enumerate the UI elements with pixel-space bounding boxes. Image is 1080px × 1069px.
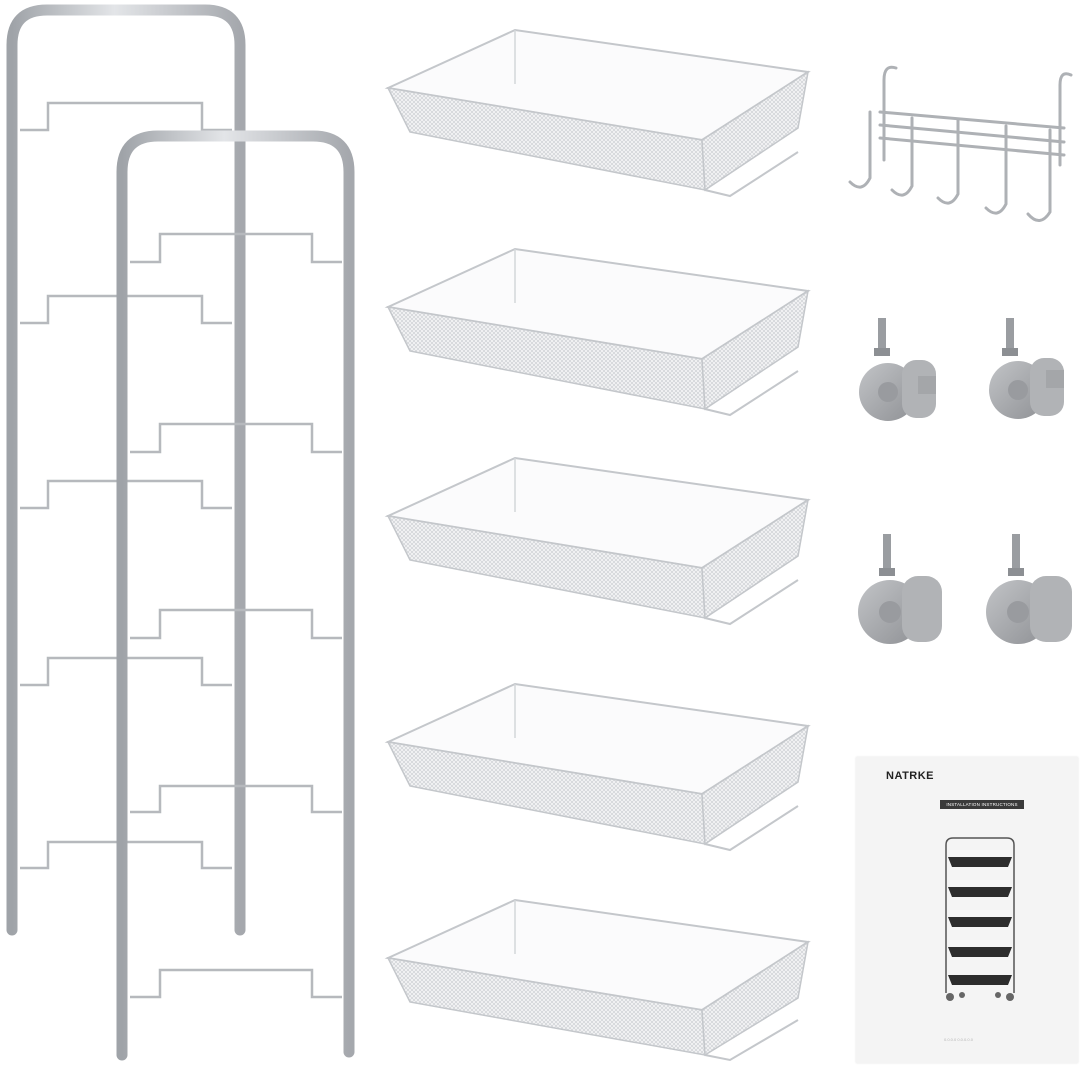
manual-cart-illustration [945,837,1015,1001]
manual-brand-logo: NATRKE [886,770,935,782]
basket-5 [384,898,811,1062]
hook-rack [848,65,1073,222]
manual-footer-text: 0.0.0.0 0.0.0.0.0 [944,1037,973,1042]
basket-1 [384,28,811,198]
caster-wheel-4 [986,534,1072,644]
caster-wheel-3 [858,534,942,644]
basket-3 [384,456,811,626]
caster-wheel-1 [859,318,936,421]
side-frame-front [116,130,355,1061]
caster-wheel-2 [989,318,1064,419]
instruction-manual: NATRKE INSTALLATION INSTRUCTIONS 0.0.0.0… [856,757,1078,1063]
manual-title-banner: INSTALLATION INSTRUCTIONS [940,800,1024,809]
basket-4 [384,682,811,852]
basket-2 [384,247,811,417]
